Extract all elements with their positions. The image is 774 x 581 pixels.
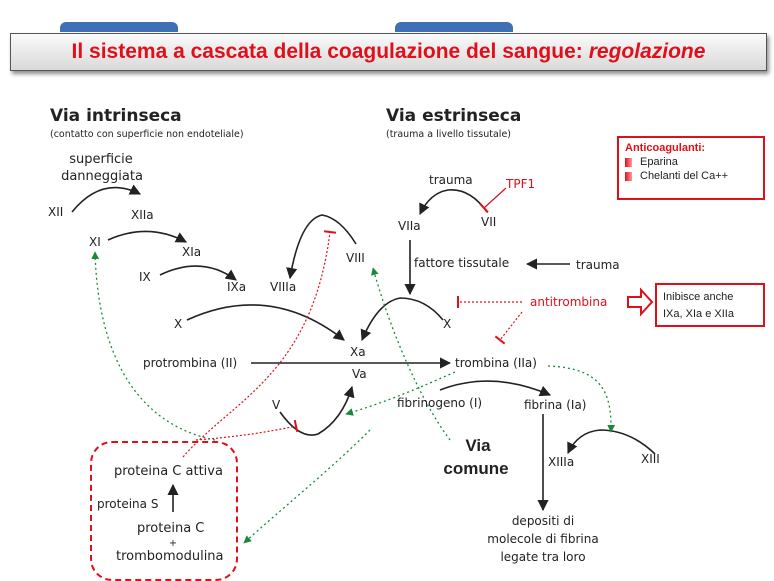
feedback-to-va	[345, 371, 456, 416]
label-v: V	[272, 398, 281, 412]
slide-title: Il sistema a cascata della coagulazione …	[10, 33, 767, 71]
label-antitrombina: antitrombina	[530, 295, 608, 309]
common-heading-2: comune	[443, 459, 509, 478]
label-danneggiata: danneggiata	[61, 169, 143, 184]
arrow-viii-viiia	[286, 214, 357, 280]
label-viia: VIIa	[398, 219, 421, 233]
label-proteina-s: proteina S	[97, 497, 159, 511]
label-depositi-3: legate tra loro	[500, 550, 586, 564]
label-trauma-top: trauma	[429, 173, 473, 187]
label-ixa: IXa	[227, 280, 247, 294]
label-x-left: X	[174, 317, 183, 331]
label-protrombina: protrombina (II)	[143, 356, 238, 370]
label-depositi-1: depositi di	[511, 514, 575, 528]
label-proteina-c: proteina C	[137, 521, 205, 536]
label-fibrinogeno: fibrinogeno (I)	[397, 396, 483, 410]
label-xi: XI	[89, 235, 101, 249]
arrow-v-va	[279, 385, 355, 436]
label-trauma-right: trauma	[576, 258, 620, 272]
label-xiii: XIII	[641, 452, 660, 466]
protein-c-box	[90, 441, 238, 581]
label-viiia: VIIIa	[270, 280, 297, 294]
anticoagulanti-item: Chelanti del Ca++	[625, 170, 757, 182]
header-tab-right	[395, 22, 513, 32]
extrinsic-subtitle: (trauma a livello tissutale)	[386, 129, 511, 140]
feedback-arrows	[91, 251, 616, 544]
feedback-to-viii	[371, 267, 451, 441]
label-superficie: superficie	[69, 152, 133, 167]
arrow-xiii-xiiia	[567, 429, 656, 455]
label-xia: XIa	[182, 245, 202, 259]
label-trombomodulina: trombomodulina	[116, 549, 224, 564]
intrinsic-heading: Via intrinseca	[50, 106, 182, 126]
label-fibrina: fibrina (Ia)	[524, 398, 587, 412]
title-main: Il sistema a cascata della coagulazione …	[71, 40, 583, 63]
label-xiiia: XIIIa	[548, 455, 575, 469]
anticoagulanti-box: Anticoagulanti: Eparina Chelanti del Ca+…	[617, 136, 765, 200]
tpf1-inhibit	[479, 187, 507, 214]
inhibit-box: Inibisce anche IXa, XIa e XIIa	[655, 283, 765, 327]
proteinac-inhibit-va	[195, 419, 299, 441]
arrow-x-xa	[186, 304, 345, 341]
proteinac-inhibit-viiia	[182, 230, 337, 458]
inhibit-line-2: IXa, XIa e XIIa	[663, 308, 734, 320]
arrow-xi-xia	[107, 230, 187, 243]
label-xa: Xa	[350, 345, 366, 359]
arrow-x-right-xa	[360, 297, 444, 342]
feedback-to-trombomodulina	[243, 429, 371, 544]
arrow-xii-xiia	[71, 184, 142, 213]
label-va: Va	[352, 367, 367, 381]
header-tab-left	[60, 22, 178, 32]
inhibit-line-1: Inibisce anche	[663, 291, 734, 303]
arrow-ix-ixa	[159, 265, 237, 281]
label-vii: VII	[481, 215, 497, 229]
bullet-icon	[625, 157, 632, 167]
label-xiia: XIIa	[131, 208, 154, 222]
label-x-right: X	[443, 317, 452, 331]
activation-arrows	[71, 184, 656, 512]
anticoagulanti-title: Anticoagulanti:	[625, 142, 706, 154]
label-depositi-2: molecole di fibrina	[487, 532, 599, 546]
antitrombina-inhibit-trombina	[494, 311, 523, 345]
label-trombina: trombina (IIa)	[455, 356, 537, 370]
arrow-fibrinogeno-fibrina	[439, 380, 552, 397]
label-viii: VIII	[346, 251, 365, 265]
anticoagulanti-item-label: Eparina	[640, 156, 678, 168]
extrinsic-heading: Via estrinseca	[386, 106, 522, 126]
title-emphasis: regolazione	[588, 40, 706, 63]
label-proteina-c-attiva: proteina C attiva	[114, 464, 223, 479]
feedback-trombina-xiiia	[547, 365, 616, 433]
label-xii: XII	[48, 205, 64, 219]
anticoagulanti-item-label: Chelanti del Ca++	[640, 170, 729, 182]
inhibition-lines	[182, 187, 523, 458]
label-plus: +	[169, 538, 177, 549]
label-tpf1: TPF1	[506, 177, 536, 191]
intrinsic-subtitle: (contatto con superficie non endoteliale…	[50, 129, 244, 140]
feedback-to-xi	[91, 251, 216, 441]
label-fattore-tissutale: fattore tissutale	[414, 256, 510, 270]
anticoagulanti-item: Eparina	[625, 156, 757, 168]
bullet-icon	[625, 171, 632, 181]
arrow-vii-viia	[419, 189, 488, 216]
hollow-red-arrow	[627, 287, 654, 317]
label-ix: IX	[139, 270, 151, 284]
common-heading-1: Via	[465, 436, 491, 455]
